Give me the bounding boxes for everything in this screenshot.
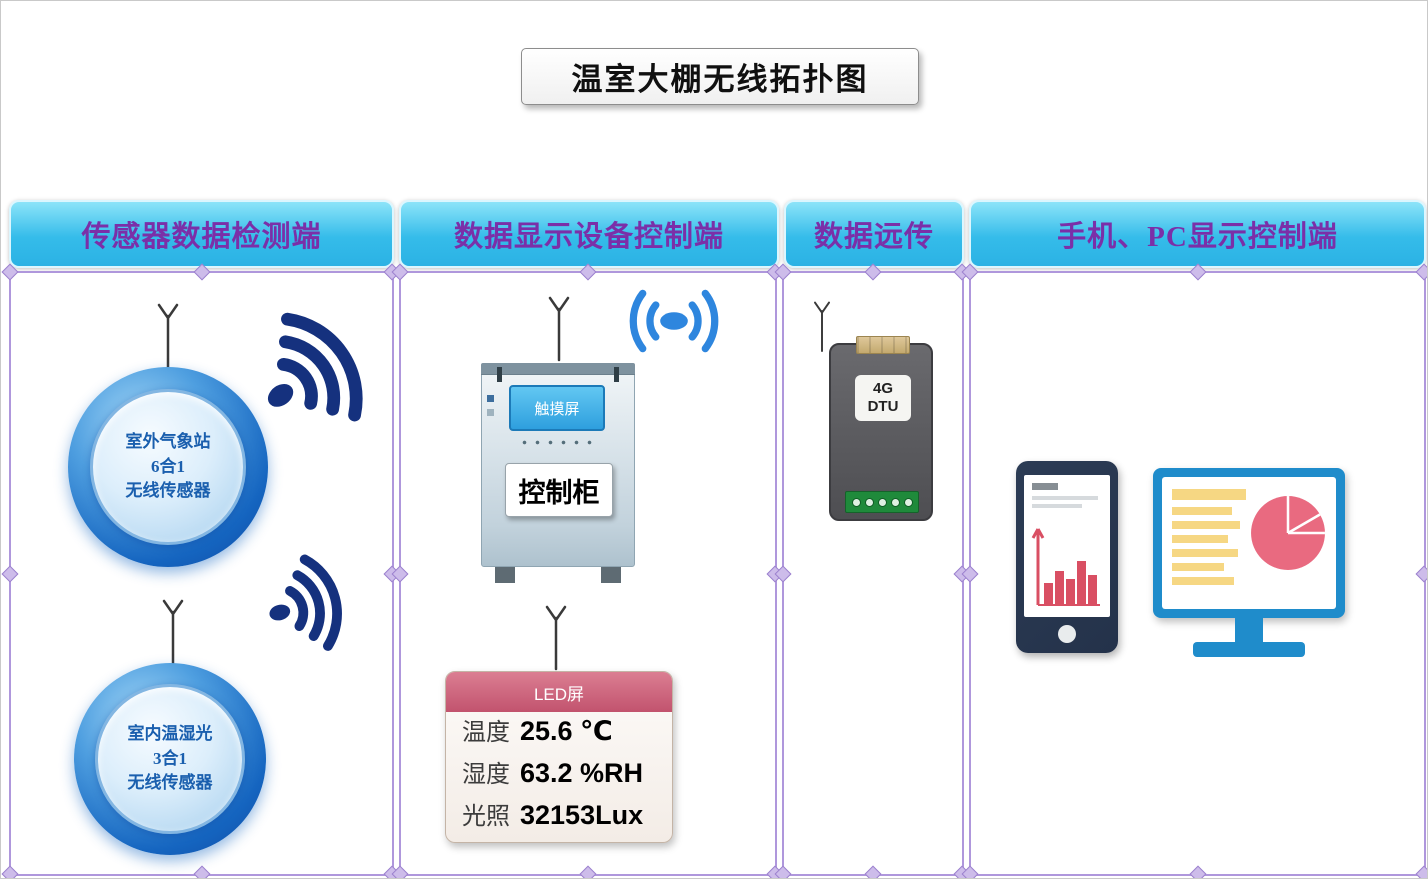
led-row-value: 32153Lux <box>520 800 644 830</box>
cabinet-mount <box>497 367 502 382</box>
sensor-line: 6合1 <box>151 456 185 476</box>
monitor-stand-neck <box>1235 618 1263 642</box>
smartphone-illustration <box>1016 461 1118 653</box>
border-ornament-icon <box>1 565 19 582</box>
column-header-text: 数据远传 <box>813 221 934 253</box>
dtu-connector <box>856 336 910 354</box>
column-header-text: 手机、PC显示控制端 <box>1057 221 1338 253</box>
terminal-dot <box>864 497 874 507</box>
pc-monitor-illustration <box>1153 468 1345 618</box>
led-row-label: 湿度 <box>462 762 510 788</box>
border-ornament-icon <box>193 865 210 878</box>
terminal-dot <box>851 497 861 507</box>
dtu-label: 4G DTU <box>855 375 911 421</box>
cabinet-mount <box>614 367 619 382</box>
phone-text-line <box>1032 504 1082 508</box>
cabinet-chip <box>487 409 494 416</box>
border-ornament-icon <box>579 865 597 878</box>
radio-signal-waves-icon <box>233 535 405 669</box>
column-header-sensor-detection: 传感器数据检测端 <box>9 200 394 268</box>
radio-signal-waves-icon <box>226 270 422 461</box>
panel-remote-transmission: 4G DTU <box>774 263 971 878</box>
outdoor-weather-sensor-label: 室外气象站 6合1 无线传感器 <box>90 389 246 545</box>
led-panel-header: LED屏 <box>446 672 672 712</box>
column-header-text: 传感器数据检测端 <box>81 221 322 253</box>
phone-home-button <box>1058 625 1076 643</box>
sensor-line: 无线传感器 <box>127 773 213 793</box>
antenna-icon <box>806 301 838 352</box>
led-row-temperature: 温度 25.6 ℃ <box>446 712 672 754</box>
text-lines-icon <box>1172 487 1254 599</box>
column-header-text: 数据显示设备控制端 <box>453 221 724 253</box>
border-ornament-icon <box>1189 865 1206 878</box>
terminal-dot <box>877 497 887 507</box>
antenna-icon <box>155 597 191 665</box>
wireless-broadcast-icon <box>599 281 749 361</box>
phone-screen <box>1024 475 1110 617</box>
border-ornament-icon <box>1415 565 1427 582</box>
panel-sensor-detection: 室外气象站 6合1 无线传感器 室内温湿光 3合1 无线传感器 <box>1 263 401 878</box>
led-row-label: 温度 <box>462 720 510 746</box>
phone-text-line <box>1032 496 1098 500</box>
indoor-sensor-label: 室内温湿光 3合1 无线传感器 <box>95 684 245 834</box>
border-ornament-icon <box>1415 865 1427 878</box>
cabinet-indicator-dots <box>518 439 598 446</box>
panel-phone-pc <box>961 263 1427 878</box>
led-display-panel: LED屏 温度 25.6 ℃ 湿度 63.2 %RH 光照 32153Lux <box>445 671 673 843</box>
panel-display-control: 触摸屏 控制柜 LED屏 温度 25.6 ℃ 湿度 63.2 % <box>391 263 784 878</box>
control-cabinet-label: 控制柜 <box>505 463 613 517</box>
cabinet-foot <box>601 567 621 583</box>
touch-screen: 触摸屏 <box>509 385 605 431</box>
pie-chart-icon <box>1246 491 1330 575</box>
diagram-title-text: 温室大棚无线拓扑图 <box>571 62 869 97</box>
diagram-title: 温室大棚无线拓扑图 <box>521 48 919 105</box>
column-header-phone-pc: 手机、PC显示控制端 <box>969 200 1426 268</box>
border-ornament-icon <box>864 865 882 878</box>
phone-text-line <box>1032 483 1058 490</box>
bar-chart-icon <box>1028 513 1108 611</box>
led-row-light: 光照 32153Lux <box>446 796 672 838</box>
antenna-icon <box>538 603 574 671</box>
column-header-remote-transmission: 数据远传 <box>784 200 964 268</box>
led-row-value: 63.2 %RH <box>520 758 644 788</box>
antenna-icon <box>150 301 186 369</box>
dtu-terminal-block <box>845 491 919 513</box>
outdoor-weather-sensor: 室外气象站 6合1 无线传感器 <box>68 367 268 567</box>
control-cabinet-label-text: 控制柜 <box>518 477 600 508</box>
cabinet-chip <box>487 395 494 402</box>
led-row-label: 光照 <box>462 804 510 830</box>
sensor-line: 室内温湿光 <box>127 724 213 744</box>
column-header-display-control: 数据显示设备控制端 <box>399 200 779 268</box>
led-row-humidity: 湿度 63.2 %RH <box>446 754 672 796</box>
border-ornament-icon <box>1 865 19 878</box>
dtu-label-line: 4G <box>872 380 893 397</box>
sensor-line: 无线传感器 <box>125 481 211 501</box>
sensor-line: 3合1 <box>153 748 187 768</box>
control-cabinet: 触摸屏 控制柜 <box>481 363 635 583</box>
antenna-icon <box>541 293 577 363</box>
terminal-dot <box>903 497 913 507</box>
4g-dtu-device: 4G DTU <box>829 336 933 521</box>
led-row-value: 25.6 ℃ <box>520 716 613 746</box>
dtu-label-line: DTU <box>867 398 899 415</box>
led-panel-header-text: LED屏 <box>533 684 585 704</box>
indoor-sensor: 室内温湿光 3合1 无线传感器 <box>74 663 266 855</box>
monitor-screen <box>1162 477 1336 609</box>
cabinet-top-bar <box>481 363 635 375</box>
monitor-stand-base <box>1193 642 1305 657</box>
cabinet-foot <box>495 567 515 583</box>
terminal-dot <box>890 497 900 507</box>
sensor-line: 室外气象站 <box>125 432 211 452</box>
touch-screen-label: 触摸屏 <box>534 401 580 418</box>
